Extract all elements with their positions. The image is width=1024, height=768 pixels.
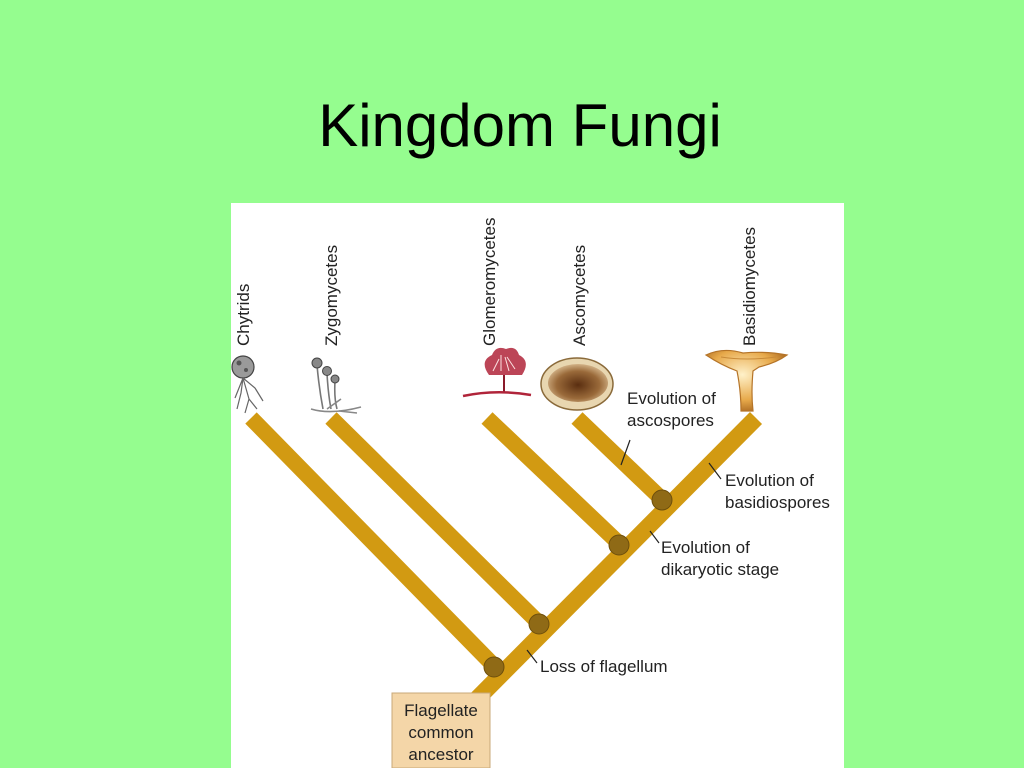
chytrid-icon <box>231 355 264 414</box>
node-ascomycetes <box>651 489 673 511</box>
ancestor-line1: Flagellate <box>404 701 478 720</box>
branches <box>245 412 763 719</box>
taxon-label: Zygomycetes <box>322 245 341 346</box>
pointer-dikaryotic <box>649 530 660 544</box>
slide-title: Kingdom Fungi <box>318 92 722 159</box>
taxon-label: Ascomycetes <box>570 245 589 346</box>
annotation-dikaryotic-line1: Evolution of <box>661 538 750 557</box>
phylogenetic-tree: Chytrids Zygomycetes Glomeromycetes Asco… <box>231 218 830 768</box>
taxon-label: Chytrids <box>234 284 253 346</box>
pointer-basidiospores <box>708 462 722 480</box>
phylogenetic-tree-figure: Chytrids Zygomycetes Glomeromycetes Asco… <box>231 203 844 768</box>
node-zygomycetes <box>528 613 550 635</box>
annotation-ascospores-line1: Evolution of <box>627 389 716 408</box>
ancestor-line3: ancestor <box>408 745 474 764</box>
glomeromycete-icon <box>462 347 532 398</box>
annotation-ascospores-line2: ascospores <box>627 411 714 430</box>
annotation-basidiospores-line2: basidiospores <box>725 493 830 512</box>
annotation-labels: Evolution of ascospores Evolution of bas… <box>540 389 830 676</box>
annotation-pointers <box>526 439 722 664</box>
taxon-labels: Chytrids Zygomycetes Glomeromycetes Asco… <box>234 218 759 346</box>
annotation-flagellum: Loss of flagellum <box>540 657 668 676</box>
branch-ascomycetes <box>571 412 675 512</box>
taxon-label: Glomeromycetes <box>480 218 499 346</box>
ancestor-line2: common <box>408 723 473 742</box>
branch-zygomycetes <box>325 412 555 639</box>
branch-chytrids <box>245 412 509 681</box>
annotation-dikaryotic-line2: dikaryotic stage <box>661 560 779 579</box>
branch-glomeromycetes <box>481 412 633 557</box>
pointer-flagellum <box>526 649 538 664</box>
node-flagellum-loss <box>483 656 505 678</box>
pointer-ascospores <box>620 439 631 466</box>
nodes <box>483 489 673 678</box>
taxon-label: Basidiomycetes <box>740 227 759 346</box>
basidiomycete-icon <box>704 349 789 412</box>
annotation-basidiospores-line1: Evolution of <box>725 471 814 490</box>
branch-main-trunk <box>456 412 763 719</box>
ascomycete-icon <box>540 357 614 411</box>
node-dikaryotic <box>608 534 630 556</box>
ancestor-box: Flagellate common ancestor <box>391 692 491 768</box>
zygomycete-icon <box>310 357 362 414</box>
